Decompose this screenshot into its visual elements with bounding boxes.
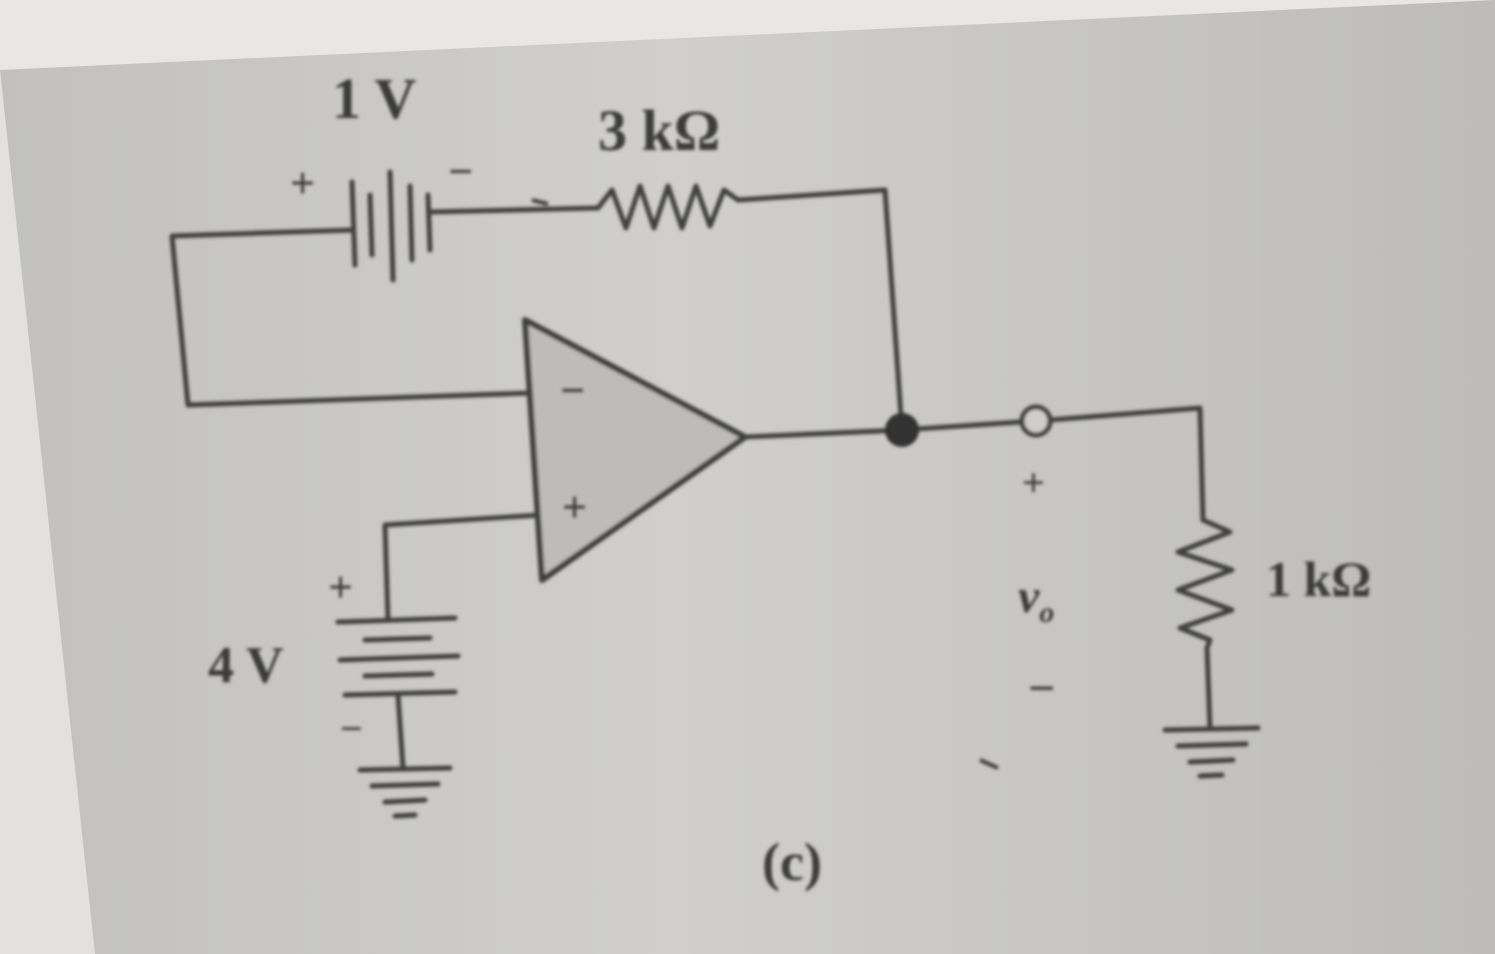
output-plus: + [1022,460,1045,505]
feedback-resistor [595,183,741,231]
feedback-battery-plus: + [290,159,315,208]
input-battery-minus: − [340,706,363,751]
wire-resistor-to-output [735,187,905,433]
stray-mark [979,758,999,770]
load-resistor [1175,517,1235,651]
feedback-battery [349,169,433,283]
feedback-resistor-value: 3 kΩ [598,98,720,163]
input-battery [335,615,461,698]
wire-load-to-ground [1204,645,1213,731]
wire-noninverting-input [382,512,543,623]
load-resistor-value: 1 kΩ [1266,551,1371,607]
wire-opamp-output [742,427,905,440]
output-voltage-label: vo [1018,570,1054,629]
feedback-battery-value: 1 V [332,66,416,131]
ground-right-icon [1162,725,1261,779]
input-battery-value: 4 V [208,637,284,694]
output-minus: − [1028,662,1055,715]
opamp-noninverting-sign: + [562,483,587,532]
wire-feedback-left [169,227,533,408]
opamp-triangle [522,317,748,583]
wire-battery-to-resistor [427,205,601,215]
opamp-inverting-sign: − [560,366,585,415]
stray-mark [531,198,549,206]
ground-left-icon [357,765,453,819]
figure-caption: (c) [762,832,822,892]
output-terminal[interactable] [1019,404,1053,438]
paper-edge-shadow [0,70,95,954]
wire-node-to-terminal [899,419,1023,433]
input-battery-plus: + [328,563,353,612]
feedback-battery-minus: − [448,147,473,196]
output-node [885,413,919,447]
wire-terminal-to-load [1047,405,1206,523]
wire-battery-to-ground [395,692,406,771]
